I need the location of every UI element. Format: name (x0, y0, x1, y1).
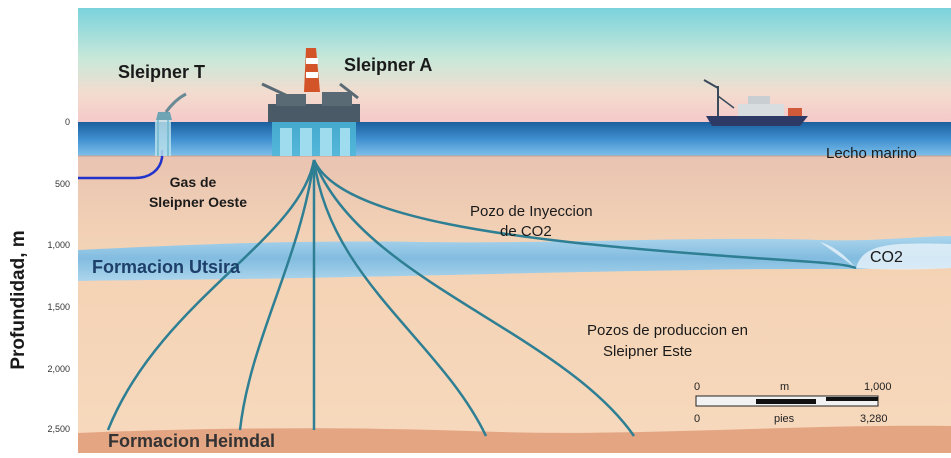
production-well-1 (106, 159, 316, 431)
depth-tick: 1,000 (47, 240, 70, 250)
depth-tick: 2,500 (47, 424, 70, 434)
seabed-layer (78, 156, 951, 246)
heimdal-layer (78, 425, 951, 453)
injection-well (312, 159, 857, 270)
label-produccion-line1: Pozos de produccion en (587, 322, 748, 339)
scale-bottom-unit: pies (774, 413, 795, 425)
depth-tick: 500 (55, 179, 70, 189)
co2-plume (820, 242, 951, 270)
depth-tick: 0 (65, 117, 70, 127)
scale-top-left: 0 (694, 381, 700, 393)
scale-top-right: 1,000 (864, 381, 892, 393)
gas-pipeline (78, 150, 164, 180)
label-gas-line1: Gas de (170, 174, 217, 190)
label-pozo-line2: de CO2 (500, 223, 552, 240)
label-co2: CO2 (870, 249, 903, 266)
depth-axis-label: Profundidad, m (8, 230, 29, 369)
label-pozo-line1: Pozo de Inyeccion (470, 203, 593, 220)
label-heimdal: Formacion Heimdal (108, 431, 275, 451)
sea (78, 122, 951, 156)
depth-axis: Profundidad, m 0 500 1,000 1,500 2,000 2… (8, 117, 70, 434)
production-well-5 (312, 159, 636, 437)
sky (78, 8, 951, 122)
sleipner-a-platform (261, 48, 360, 156)
label-sleipner-t: Sleipner T (118, 62, 205, 82)
depth-tick: 1,500 (47, 302, 70, 312)
utsira-layer (78, 236, 951, 281)
production-well-2 (238, 159, 316, 431)
label-lecho-marino: Lecho marino (826, 145, 917, 162)
label-gas-line2: Sleipner Oeste (149, 194, 247, 210)
label-sleipner-a: Sleipner A (344, 55, 432, 75)
scale-bottom-right: 3,280 (860, 413, 888, 425)
deep-sediment (78, 246, 951, 453)
production-well-4 (312, 159, 488, 437)
label-produccion-line2: Sleipner Este (603, 343, 692, 360)
scale-bar: 0 m 1,000 0 pies 3,280 (694, 381, 892, 425)
label-utsira: Formacion Utsira (92, 257, 241, 277)
scale-bottom-left: 0 (694, 413, 700, 425)
wells (106, 159, 857, 437)
ship (703, 79, 808, 126)
sleipner-t-platform (155, 92, 187, 156)
scale-top-unit: m (780, 381, 789, 393)
depth-tick: 2,000 (47, 364, 70, 374)
